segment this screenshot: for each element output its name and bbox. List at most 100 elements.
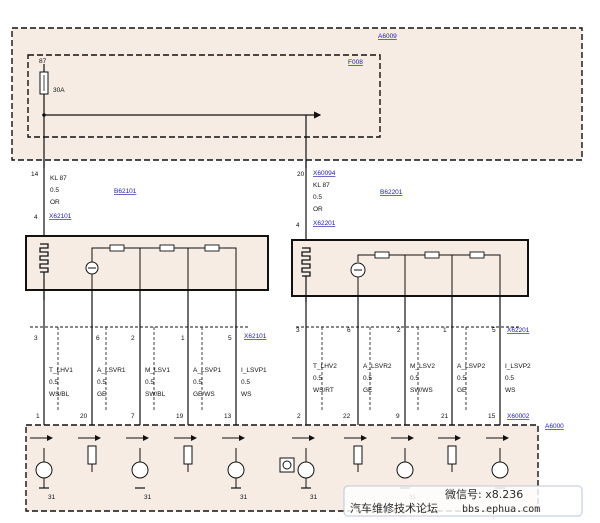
watermark-forum-name: 汽车维修技术论坛 — [350, 501, 438, 515]
right-wire-signal: A_LSVR2 — [363, 363, 392, 370]
right-feed-color: OR — [313, 206, 323, 213]
left-wire-size: 0.5 — [97, 379, 106, 386]
right-feed-size: 0.5 — [313, 194, 322, 201]
right-wire-signal: I_LSVP2 — [505, 363, 531, 370]
right-wire-color: GE — [363, 387, 373, 394]
right-wire-pin-bottom: 2 — [297, 413, 301, 420]
left-wire-pin-top: 5 — [228, 335, 232, 342]
right-wire-group — [305, 296, 501, 425]
left-sensor-module — [25, 235, 269, 291]
fuse-pin: 87 — [39, 58, 47, 65]
left-wire-signal: T_LHV1 — [49, 367, 73, 374]
left-wire-pin-top: 3 — [34, 335, 38, 342]
left-wire-group — [43, 290, 237, 425]
left-heater-coil — [39, 243, 49, 273]
right-wire-color: WS — [505, 387, 516, 394]
left-wire-1: 3 T_LHV1 0.5 WS/BL 1 — [34, 335, 73, 420]
left-wire-signal: I_LSVP1 — [241, 367, 267, 374]
right-wire-signal: M_LSV2 — [410, 363, 435, 370]
left-wire-color: WS — [241, 391, 252, 398]
right-wire-pin-top: 1 — [443, 327, 447, 334]
module-a6009-label: A6009 — [378, 33, 397, 40]
right-heater-coil — [301, 247, 311, 277]
right-connector-label: X62201 — [507, 327, 530, 334]
left-wire-5: 5 I_LSVP1 0.5 WS 13 — [224, 335, 267, 420]
fuse-rating: 30A — [53, 87, 65, 94]
left-wire-pin-top: 1 — [181, 335, 185, 342]
left-wire-pin-bottom: 1 — [36, 413, 40, 420]
right-feed-connector: X62201 — [313, 220, 336, 227]
left-wire-2: 6 A_LSVR1 0.5 GE 20 — [80, 335, 126, 420]
left-wire-3: 2 M_LSV1 0.5 SW/BL 7 — [131, 335, 170, 420]
left-wire-size: 0.5 — [241, 379, 250, 386]
right-wire-5: 5 I_LSVP2 0.5 WS 15 — [488, 327, 531, 420]
left-module-label: B62101 — [114, 188, 137, 195]
right-wire-size: 0.5 — [410, 375, 419, 382]
right-wire-signal: T_LHV2 — [313, 363, 337, 370]
right-feed-pin-bottom: 4 — [296, 222, 300, 229]
right-feed-signal: KL 87 — [313, 182, 330, 189]
left-feed-color: OR — [50, 199, 60, 206]
right-feed-connector-top: X60094 — [313, 170, 336, 177]
ground-label: 31 — [310, 494, 318, 501]
right-wire-pin-top: 5 — [492, 327, 496, 334]
ground-label: 31 — [240, 494, 248, 501]
left-wire-4: 1 A_LSVP1 0.5 GE/WS 19 — [176, 335, 222, 420]
right-wire-pin-top: 6 — [347, 327, 351, 334]
left-wire-pin-bottom: 19 — [176, 413, 184, 420]
left-wire-signal: A_LSVR1 — [97, 367, 126, 374]
right-wire-2: 6 A_LSVR2 0.5 GE 22 — [343, 327, 392, 420]
left-wire-pin-bottom: 13 — [224, 413, 232, 420]
left-driver-circuits — [35, 445, 295, 488]
left-wire-color: SW/BL — [145, 391, 166, 398]
left-feed-size: 0.5 — [50, 187, 59, 194]
right-wire-pin-top: 3 — [296, 327, 300, 334]
left-wire-signal: M_LSV1 — [145, 367, 170, 374]
right-wire-size: 0.5 — [313, 375, 322, 382]
left-resistor-3 — [204, 244, 220, 252]
right-wire-pin-bottom: 15 — [488, 413, 496, 420]
ground-label: 31 — [48, 494, 56, 501]
fuse-box-label: F008 — [348, 59, 363, 66]
right-resistor-1 — [374, 251, 390, 259]
left-wire-signal: A_LSVP1 — [193, 367, 222, 374]
right-wire-color: GE — [457, 387, 467, 394]
fuse-box-f008 — [27, 54, 381, 138]
right-wire-pin-bottom: 22 — [343, 413, 351, 420]
left-wire-pin-bottom: 7 — [131, 413, 135, 420]
left-feed-pin-top: 14 — [31, 171, 39, 178]
left-wire-color: WS/BL — [49, 391, 70, 398]
right-wire-pin-top: 2 — [397, 327, 401, 334]
right-wire-4: 1 A_LSVP2 0.5 GE 21 — [441, 327, 486, 420]
ground-label: 31 — [144, 494, 152, 501]
right-wire-3: 2 M_LSV2 0.5 SW/WS 9 — [396, 327, 435, 420]
left-wire-size: 0.5 — [145, 379, 154, 386]
right-wire-color: SW/WS — [410, 387, 433, 394]
left-resistor-1 — [109, 244, 125, 252]
right-wire-pin-bottom: 9 — [396, 413, 400, 420]
left-wire-size: 0.5 — [49, 379, 58, 386]
left-wire-pin-top: 6 — [96, 335, 100, 342]
right-wire-pin-bottom: 21 — [441, 413, 449, 420]
right-wire-size: 0.5 — [363, 375, 372, 382]
bottom-connector-label: X60002 — [507, 413, 530, 420]
left-wire-pin-top: 2 — [131, 335, 135, 342]
right-feed-pin-top: 20 — [297, 171, 305, 178]
left-feed-pin-bottom: 4 — [34, 214, 38, 221]
module-a6000-label: A6000 — [545, 423, 564, 430]
junction-dot — [42, 113, 46, 117]
left-wire-color: GE — [97, 391, 107, 398]
watermark-wechat: 微信号: x8.236 — [445, 487, 523, 501]
left-wire-pin-bottom: 20 — [80, 413, 88, 420]
left-feed-connector: X62101 — [49, 213, 72, 220]
right-module-label: B62201 — [380, 189, 403, 196]
right-resistor-3 — [469, 251, 485, 259]
right-wire-size: 0.5 — [457, 375, 466, 382]
right-wire-color: WS/RT — [313, 387, 334, 394]
right-wire-1: 3 T_LHV2 0.5 WS/RT 2 — [296, 327, 337, 420]
watermark: 微信号: x8.236 汽车维修技术论坛 bbs.ephua.com — [343, 485, 583, 517]
watermark-url: bbs.ephua.com — [462, 504, 540, 515]
right-resistor-2 — [424, 251, 440, 259]
left-resistor-2 — [159, 244, 175, 252]
